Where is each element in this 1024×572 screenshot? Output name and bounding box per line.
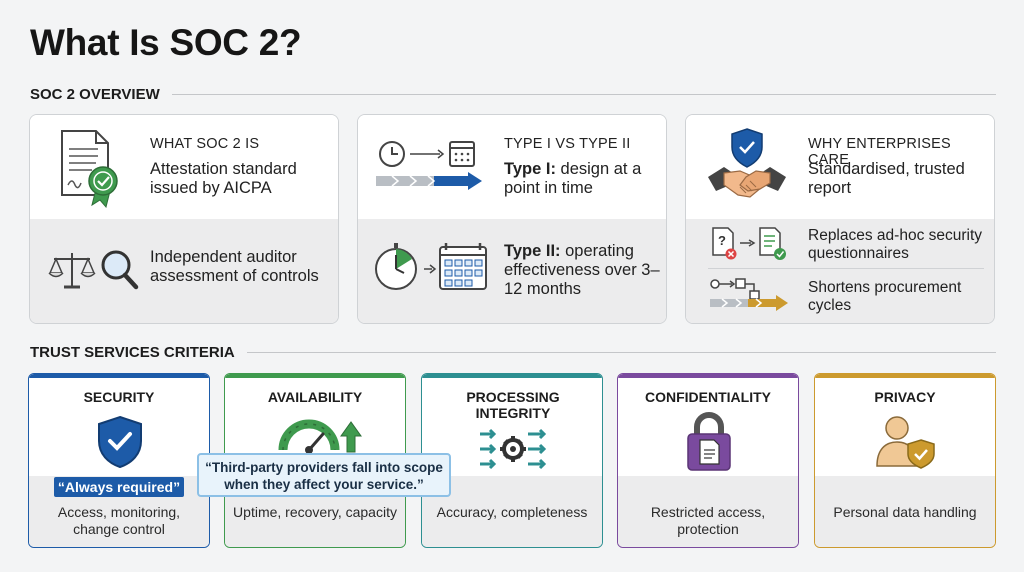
type-ii-text: Type II: operating effectiveness over 3–… [504, 242, 664, 299]
criteria-card-processing-integrity: PROCESSING INTEGRITY Accuracy, completen… [421, 373, 603, 548]
page-title: What Is SOC 2? [30, 22, 302, 63]
card-top [358, 115, 666, 219]
criteria-desc: Accuracy, completeness [436, 504, 588, 520]
accent-bar [815, 374, 995, 378]
card-bottom [618, 476, 798, 547]
svg-text:?: ? [718, 233, 726, 248]
card-why-enterprises-care: WHY ENTERPRISES CARE Standardised, trust… [685, 114, 995, 324]
card-label: WHAT SOC 2 IS [150, 136, 260, 152]
overview-heading-text: SOC 2 OVERVIEW [30, 86, 160, 103]
type-ii-bold: Type II: [504, 242, 561, 260]
criteria-title: CONFIDENTIALITY [645, 389, 771, 405]
accent-bar [225, 374, 405, 378]
type-i-bold: Type I: [504, 160, 556, 178]
criteria-title: SECURITY [83, 389, 155, 405]
type-i-text: Type I: design at a point in time [504, 160, 660, 198]
always-required-badge: “Always required” [54, 477, 184, 497]
card-bottom [30, 219, 338, 323]
criteria-card-privacy: PRIVACY Personal data handling [814, 373, 996, 548]
overview-heading: SOC 2 OVERVIEW [30, 86, 996, 103]
criteria-title: PROCESSING INTEGRITY [466, 389, 560, 421]
card-text: Standardised, trusted report [808, 160, 965, 197]
certificate-icon [61, 130, 118, 209]
scales-magnifier-icon [48, 250, 139, 290]
padlock-document-icon [687, 412, 731, 471]
type-ii-rest: operating effectiveness over 3–12 months [504, 242, 660, 298]
card-text: Attestation standard issued by AICPA [150, 160, 297, 197]
criteria-heading-text: TRUST SERVICES CRITERIA [30, 344, 235, 361]
card-bottom [815, 476, 995, 547]
criteria-title: AVAILABILITY [267, 389, 363, 405]
point-text: Shortens procurement cycles [808, 279, 962, 314]
criteria-desc: Personal data handling [833, 504, 977, 520]
divider [171, 94, 996, 95]
shield-check-icon [98, 415, 142, 469]
person-shield-icon [876, 416, 935, 469]
type-i-rest: design at a point in time [504, 160, 642, 197]
criteria-heading: TRUST SERVICES CRITERIA [30, 344, 996, 361]
criteria-desc: Restricted access, protection [650, 504, 766, 537]
handshake-shield-icon [708, 128, 786, 198]
questionnaire-to-report-icon: ? [712, 227, 786, 260]
criteria-card-confidentiality: CONFIDENTIALITY Restricted access, prote… [617, 373, 799, 548]
callout-note: “Third-party providers fall into scope w… [197, 453, 451, 497]
card-what-soc2: WHAT SOC 2 IS Attestation standard issue… [29, 114, 339, 324]
card-bottom-text: Independent auditor assessment of contro… [150, 248, 319, 285]
workflow-icon [710, 278, 788, 311]
gear-arrows-icon [480, 428, 547, 470]
divider [708, 268, 984, 269]
gauge-arrow-icon [278, 419, 362, 454]
timer-calendar-icon [375, 243, 487, 290]
card-type-i-vs-type-ii: TYPE I VS TYPE II Type I: design at a po… [357, 114, 667, 324]
accent-bar [422, 374, 602, 378]
point-text: Replaces ad-hoc security questionnaires [808, 227, 983, 262]
divider [246, 352, 996, 353]
card-label: WHY ENTERPRISES CARE [808, 136, 951, 168]
criteria-desc: Uptime, recovery, capacity [233, 504, 397, 520]
card-bottom [422, 476, 602, 547]
accent-bar [29, 374, 209, 378]
card-label: TYPE I VS TYPE II [504, 136, 631, 152]
clock-calendar-icon [376, 141, 482, 190]
accent-bar [618, 374, 798, 378]
criteria-card-security: SECURITY Access, monitoring, change cont… [28, 373, 210, 548]
criteria-title: PRIVACY [874, 389, 936, 405]
criteria-desc: Access, monitoring, change control [57, 504, 181, 537]
